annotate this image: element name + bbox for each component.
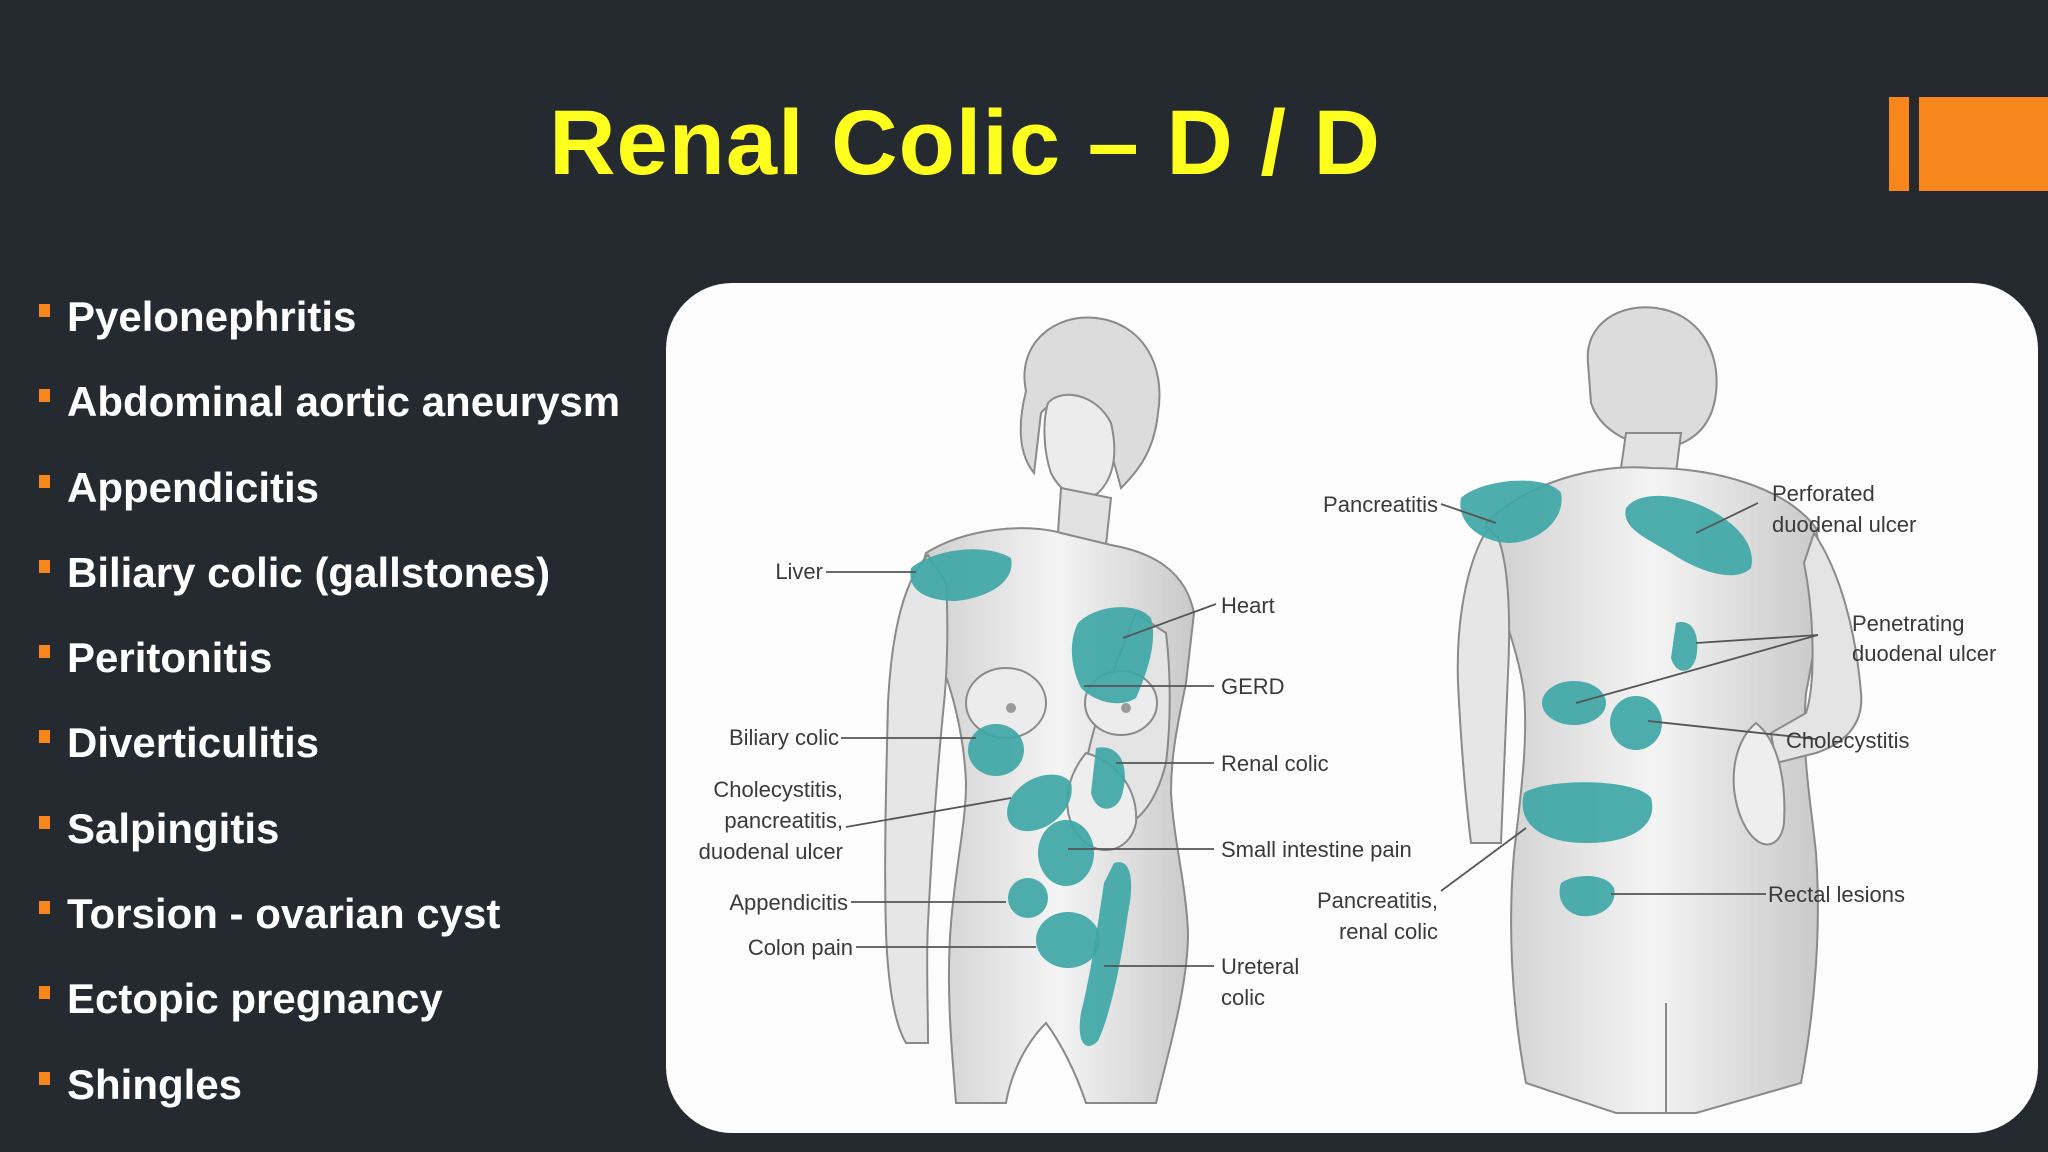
- label-heart: Heart: [1221, 593, 1275, 618]
- bullet-square-icon: [39, 815, 50, 829]
- list-item-text: Peritonitis: [67, 634, 273, 682]
- label-perforated-1: Perforated: [1772, 481, 1875, 506]
- list-item-text: Salpingitis: [67, 804, 280, 852]
- bullet-square-icon: [39, 474, 50, 488]
- bullet-square-icon: [39, 901, 50, 915]
- list-item-text: Abdominal aortic aneurysm: [67, 378, 621, 426]
- accent-bar-block: [1919, 97, 2048, 191]
- bullet-square-icon: [39, 389, 50, 403]
- accent-bar-thin: [1889, 97, 1909, 191]
- bullet-square-icon: [39, 730, 50, 744]
- label-cholecystitis-1: Cholecystitis,: [713, 777, 843, 802]
- label-liver: Liver: [775, 559, 823, 584]
- differential-list: Pyelonephritis Abdominal aortic aneurysm…: [36, 272, 676, 1125]
- label-cholecystitis-3: duodenal ulcer: [699, 839, 843, 864]
- list-item-text: Appendicitis: [67, 463, 320, 511]
- list-item: Shingles: [36, 1040, 676, 1125]
- label-pancreatitis-renal-2: renal colic: [1339, 919, 1438, 944]
- label-penetrating-2: duodenal ulcer: [1852, 641, 1996, 666]
- label-cholecystitis: Cholecystitis: [1786, 728, 1909, 753]
- label-colon-pain: Colon pain: [748, 935, 853, 960]
- label-biliary-colic: Biliary colic: [729, 725, 839, 750]
- label-ureteral-1: Ureteral: [1221, 954, 1299, 979]
- referred-pain-illustration: Liver Biliary colic Cholecystitis, pancr…: [666, 283, 2038, 1133]
- bullet-square-icon: [39, 304, 50, 317]
- leader-lines: [826, 502, 1819, 967]
- label-pancreatitis: Pancreatitis: [1323, 492, 1438, 517]
- list-item-text: Diverticulitis: [67, 719, 320, 767]
- list-item-text: Pyelonephritis: [67, 293, 357, 340]
- list-item-text: Biliary colic (gallstones): [67, 548, 551, 596]
- label-rectal-lesions: Rectal lesions: [1768, 882, 1905, 907]
- slide-title: Renal Colic – D / D: [549, 92, 1381, 194]
- label-penetrating-1: Penetrating: [1852, 611, 1965, 636]
- referred-pain-diagram: Liver Biliary colic Cholecystitis, pancr…: [699, 306, 1996, 1114]
- label-renal-colic: Renal colic: [1221, 751, 1329, 776]
- label-ureteral-2: colic: [1221, 985, 1265, 1010]
- list-item: Salpingitis: [36, 784, 676, 869]
- label-small-intestine-pain: Small intestine pain: [1221, 837, 1412, 862]
- back-body-figure: [1456, 306, 1863, 1114]
- bullet-square-icon: [39, 645, 50, 659]
- label-perforated-2: duodenal ulcer: [1772, 512, 1916, 537]
- front-body-figure: [884, 316, 1196, 1104]
- list-item: Torsion - ovarian cyst: [36, 869, 676, 954]
- list-item: Pyelonephritis: [36, 272, 676, 357]
- bullet-square-icon: [39, 559, 50, 573]
- list-item-text: Torsion - ovarian cyst: [67, 890, 501, 938]
- back-labels: Pancreatitis Perforated duodenal ulcer P…: [1317, 481, 1996, 944]
- list-item: Diverticulitis: [36, 698, 676, 783]
- list-item: Appendicitis: [36, 443, 676, 528]
- label-appendicitis: Appendicitis: [729, 890, 848, 915]
- list-item-text: Shingles: [67, 1060, 243, 1108]
- bullet-square-icon: [39, 986, 50, 1000]
- list-item: Biliary colic (gallstones): [36, 528, 676, 613]
- label-cholecystitis-2: pancreatitis,: [724, 808, 843, 833]
- list-item-text: Ectopic pregnancy: [67, 975, 443, 1023]
- list-item: Peritonitis: [36, 613, 676, 698]
- list-item: Ectopic pregnancy: [36, 954, 676, 1039]
- front-labels: Liver Biliary colic Cholecystitis, pancr…: [699, 559, 1412, 1010]
- back-pain-regions: [1460, 480, 1752, 917]
- label-gerd: GERD: [1221, 674, 1285, 699]
- bullet-square-icon: [39, 1071, 50, 1085]
- list-item: Abdominal aortic aneurysm: [36, 357, 676, 442]
- label-pancreatitis-renal-1: Pancreatitis,: [1317, 888, 1438, 913]
